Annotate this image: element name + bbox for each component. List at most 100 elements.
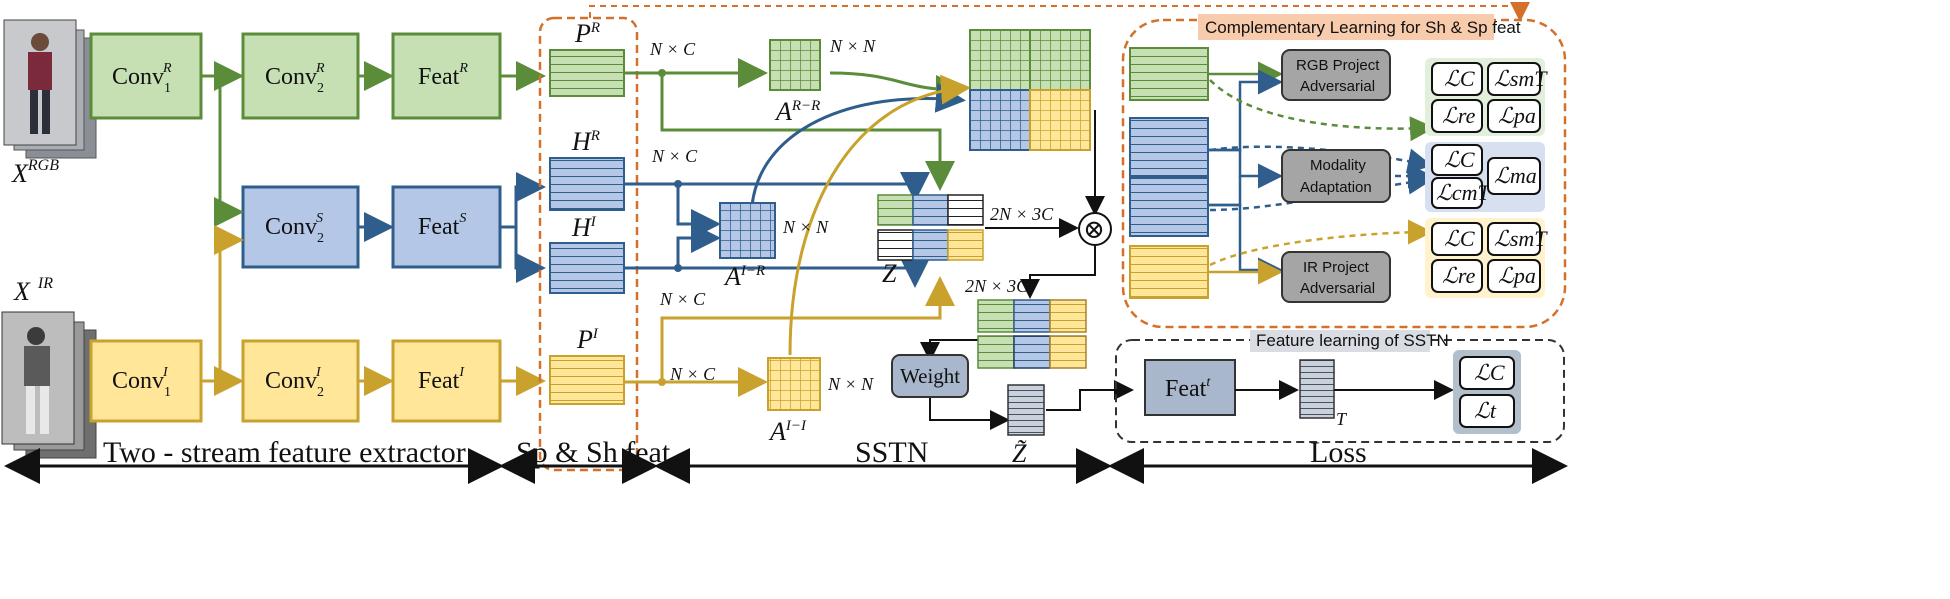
svg-text:AI−I: AI−I [768,417,807,446]
feat-t-box: Featt [1144,359,1236,416]
svg-text:ℒpa: ℒpa [1498,263,1536,288]
pr-to-loss-dashed-arrow [589,2,1530,22]
ir-loss-pa: ℒpa [1487,259,1541,293]
loss-feat-blue-2 [1129,177,1209,237]
loss-feat-yellow [1129,245,1209,299]
combined-affinity-matrix [969,29,1091,151]
svg-text:ℒre: ℒre [1442,103,1476,128]
complementary-title: Complementary Learning for Sh & Sp feat [1205,18,1521,37]
svg-text:ℒsmT: ℒsmT [1494,226,1548,251]
ir-loss-c: ℒC [1431,222,1483,256]
ir-loss-re: ℒre [1431,259,1483,293]
spsh-dashed-box [538,16,639,472]
svg-text:ℒC: ℒC [1474,360,1505,385]
nc-label-2: N × C [651,146,698,166]
feat-shared-box: FeatS [391,185,502,269]
feat-rgb-box: FeatR [391,32,502,120]
svg-text:Adversarial: Adversarial [1300,280,1375,297]
conv2-rgb-box: Conv2R [241,32,360,120]
svg-text:FeatI: FeatI [418,365,465,394]
svg-text:N × N: N × N [829,36,876,56]
sstn-feature-title: Feature learning of SSTN [1256,331,1449,350]
ir-project-adversarial-module: IR Project Adversarial [1281,251,1391,303]
sstn-loss-c: ℒC [1459,356,1515,390]
mod-loss-ma: ℒma [1487,157,1541,195]
z-matrix: Z [877,194,984,288]
svg-text:Featt: Featt [1165,375,1211,402]
pr-feature-stack: PR [549,19,625,97]
svg-text:Conv1I: Conv1I [112,365,171,400]
affinity-matrix-ii: N × N AI−I [767,357,874,446]
svg-text:Z: Z [882,259,897,288]
nc-label-1: N × C [649,39,696,59]
nc-label-3: N × C [659,289,706,309]
svg-text:Conv2S: Conv2S [265,211,324,246]
t-feature-stack: T [1299,359,1348,429]
dim-label-2: 2N × 3C [965,276,1029,296]
svg-text:ℒpa: ℒpa [1498,103,1536,128]
svg-text:ℒC: ℒC [1444,66,1475,91]
ir-input-images [1,311,97,459]
extractor-arrows [201,61,546,396]
svg-text:AR−R: AR−R [774,97,820,126]
loss-feat-blue-1 [1129,117,1209,177]
mod-loss-cmt: ℒcmT [1431,177,1491,209]
rgb-loss-pa: ℒpa [1487,99,1541,133]
svg-text:ℒsmT: ℒsmT [1494,66,1548,91]
svg-text:Z̃: Z̃ [1012,439,1027,468]
sstn-feature-title-bg [1250,330,1430,352]
sstn-arrows [624,58,1134,430]
conv2-ir-box: Conv2I [241,339,360,423]
rgb-input-images [3,19,97,159]
rgb-loss-re: ℒre [1431,99,1483,133]
svg-text:ℒma: ℒma [1494,163,1537,188]
complementary-arrows [1208,61,1435,285]
svg-text:Modality: Modality [1310,157,1366,174]
rgb-input-label: XRGB [11,157,59,188]
svg-text:ℒC: ℒC [1444,226,1475,251]
sstn-loss-t: ℒt [1459,394,1515,428]
svg-text:N × N: N × N [827,374,874,394]
svg-text:N × N: N × N [782,217,829,237]
complementary-title-bg [1198,14,1494,40]
svg-text:ℒcmT: ℒcmT [1436,180,1491,205]
section-label-loss: Loss [1310,436,1367,469]
svg-text:Conv1R: Conv1R [112,61,172,96]
complementary-panel [1121,18,1567,329]
svg-text:RGB Project: RGB Project [1296,57,1380,74]
section-label-spsh: Sp & Sh feat [516,436,671,469]
svg-text:HR: HR [571,127,600,156]
conv1-rgb-box: Conv1R [89,32,203,120]
svg-text:HI: HI [571,213,597,242]
pi-feature-stack: PI [549,325,625,405]
rgb-project-adversarial-module: RGB Project Adversarial [1281,49,1391,101]
dim-label-1: 2N × 3C [990,204,1054,224]
conv2-shared-box: Conv2S [241,185,360,269]
ztilde-stack: Z̃ [1007,384,1045,468]
svg-text:IR Project: IR Project [1303,259,1370,276]
output-matrix [977,299,1087,369]
conv1-ir-box: Conv1I [89,339,203,423]
svg-text:ℒt: ℒt [1474,398,1497,423]
svg-text:FeatS: FeatS [418,211,466,240]
svg-text:Adaptation: Adaptation [1300,179,1372,196]
mod-loss-c: ℒC [1431,144,1483,176]
multiply-operator: ⊗ [1078,212,1112,246]
svg-text:PI: PI [576,325,599,354]
weight-box: Weight [891,354,969,398]
svg-text:Adversarial: Adversarial [1300,78,1375,95]
section-label-extractor: Two - stream feature extractor [103,436,466,469]
svg-text:⊗: ⊗ [1083,215,1105,244]
svg-text:ℒC: ℒC [1444,147,1475,172]
affinity-matrix-ir: N × N AI−R [719,202,829,291]
svg-text:Conv2I: Conv2I [265,365,324,400]
ir-loss-smt: ℒsmT [1487,222,1548,256]
section-label-sstn: SSTN [855,436,928,469]
svg-text:PR: PR [574,19,600,48]
nc-label-4: N × C [669,364,716,384]
hr-feature-stack: HR [549,127,625,211]
svg-text:FeatR: FeatR [418,61,468,90]
svg-text:ℒre: ℒre [1442,263,1476,288]
